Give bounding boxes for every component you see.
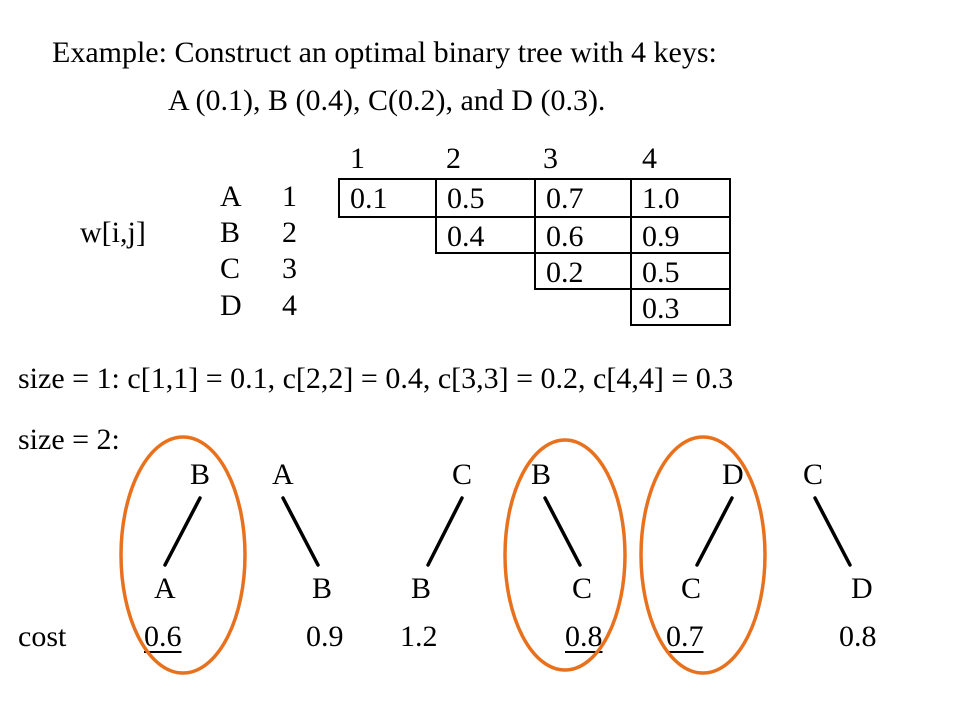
- tree-6-child: D: [851, 572, 873, 605]
- row-key-d: D: [220, 289, 242, 322]
- size-1-line: size = 1: c[1,1] = 0.1, c[2,2] = 0.4, c[…: [18, 362, 734, 395]
- row-num-4: 4: [282, 289, 297, 322]
- tree-5-highlight-oval: [639, 435, 767, 675]
- row-key-b: B: [220, 216, 241, 249]
- tree-3-edge: [426, 496, 464, 567]
- tree-5-child: C: [681, 572, 702, 605]
- tree-4-child: C: [572, 572, 593, 605]
- title-line-2: A (0.1), B (0.4), C(0.2), and D (0.3).: [168, 84, 606, 117]
- tree-1-child: A: [154, 572, 176, 605]
- tree-4-root: B: [531, 458, 552, 491]
- tree-1-root: B: [190, 458, 211, 491]
- tree-4-highlight-oval: [503, 438, 627, 672]
- row-num-3: 3: [282, 252, 297, 285]
- tree-2-edge: [281, 496, 320, 567]
- tree-6-edge: [813, 496, 852, 567]
- row-num-2: 2: [282, 216, 297, 249]
- tree-6-cost: 0.8: [839, 620, 877, 653]
- tree-4-edge: [543, 496, 582, 567]
- table-label: w[i,j]: [80, 216, 146, 249]
- title-line-1: Example: Construct an optimal binary tre…: [52, 36, 717, 69]
- tree-2-cost: 0.9: [306, 620, 344, 653]
- tree-3-cost: 1.2: [400, 620, 438, 653]
- w-cell-1-2: 0.5: [435, 178, 536, 218]
- row-key-c: C: [220, 252, 241, 285]
- tree-4-cost: 0.8: [565, 620, 603, 653]
- cost-label: cost: [18, 620, 67, 653]
- tree-1-edge: [163, 496, 202, 567]
- tree-1-cost: 0.6: [144, 620, 182, 653]
- tree-6-root: C: [803, 458, 824, 491]
- col-header-4: 4: [642, 142, 657, 175]
- tree-5-root: D: [722, 458, 744, 491]
- tree-2-child: B: [312, 572, 333, 605]
- size-2-label: size = 2:: [18, 423, 120, 456]
- w-cell-2-4: 0.9: [630, 216, 731, 254]
- tree-3-child: B: [411, 572, 432, 605]
- row-key-a: A: [220, 180, 242, 213]
- tree-2-root: A: [272, 458, 294, 491]
- tree-5-cost: 0.7: [666, 620, 704, 653]
- col-header-3: 3: [543, 142, 558, 175]
- w-cell-4-4: 0.3: [630, 288, 731, 326]
- row-num-1: 1: [282, 180, 297, 213]
- col-header-1: 1: [350, 142, 365, 175]
- tree-5-edge: [695, 496, 734, 567]
- tree-3-root: C: [452, 458, 473, 491]
- tree-1-highlight-oval: [119, 435, 247, 675]
- col-header-2: 2: [446, 142, 461, 175]
